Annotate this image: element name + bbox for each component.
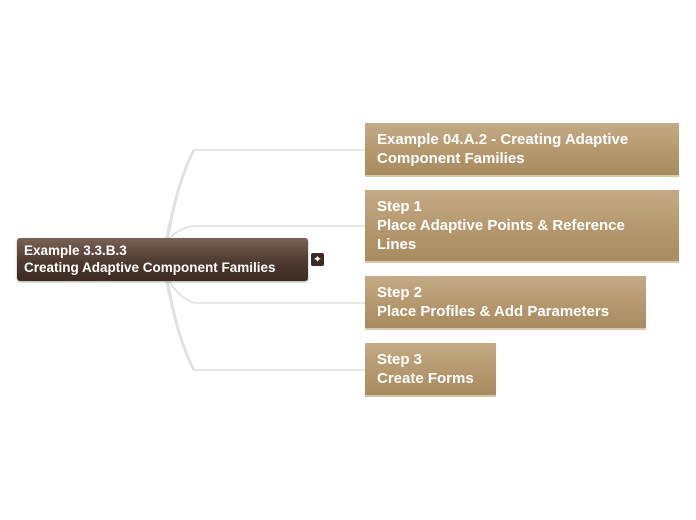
subtopic-line-2: Place Adaptive Points & Reference xyxy=(377,217,625,234)
subtopic-step-1[interactable]: Step 1 Place Adaptive Points & Reference… xyxy=(365,190,679,263)
subtopic-step-3[interactable]: Step 3 Create Forms xyxy=(365,343,496,397)
subtopic-step-2[interactable]: Step 2 Place Profiles & Add Parameters xyxy=(365,276,646,330)
connector-trunk xyxy=(164,149,196,371)
root-topic[interactable]: Example 3.3.B.3 Creating Adaptive Compon… xyxy=(17,238,308,281)
subtopic-line-3: Lines xyxy=(377,236,417,253)
subtopic-line-1: Step 3 xyxy=(377,351,423,368)
subtopic-line-2: Place Profiles & Add Parameters xyxy=(377,303,610,320)
root-topic-line-2: Creating Adaptive Component Families xyxy=(24,260,276,275)
subtopic-line-2: Component Families xyxy=(377,150,525,167)
connector-3 xyxy=(167,277,365,304)
subtopic-line-1: Step 2 xyxy=(377,284,423,301)
subtopic-example-04a2[interactable]: Example 04.A.2 - Creating Adaptive Compo… xyxy=(365,123,679,177)
connector-2 xyxy=(167,225,365,241)
collapse-icon[interactable]: ⌖ xyxy=(311,253,324,266)
root-topic-line-1: Example 3.3.B.3 xyxy=(24,243,127,258)
connector-4 xyxy=(167,279,365,371)
subtopic-line-1: Example 04.A.2 - Creating Adaptive xyxy=(377,131,629,148)
subtopic-line-1: Step 1 xyxy=(377,198,423,215)
subtopic-line-2: Create Forms xyxy=(377,370,474,387)
